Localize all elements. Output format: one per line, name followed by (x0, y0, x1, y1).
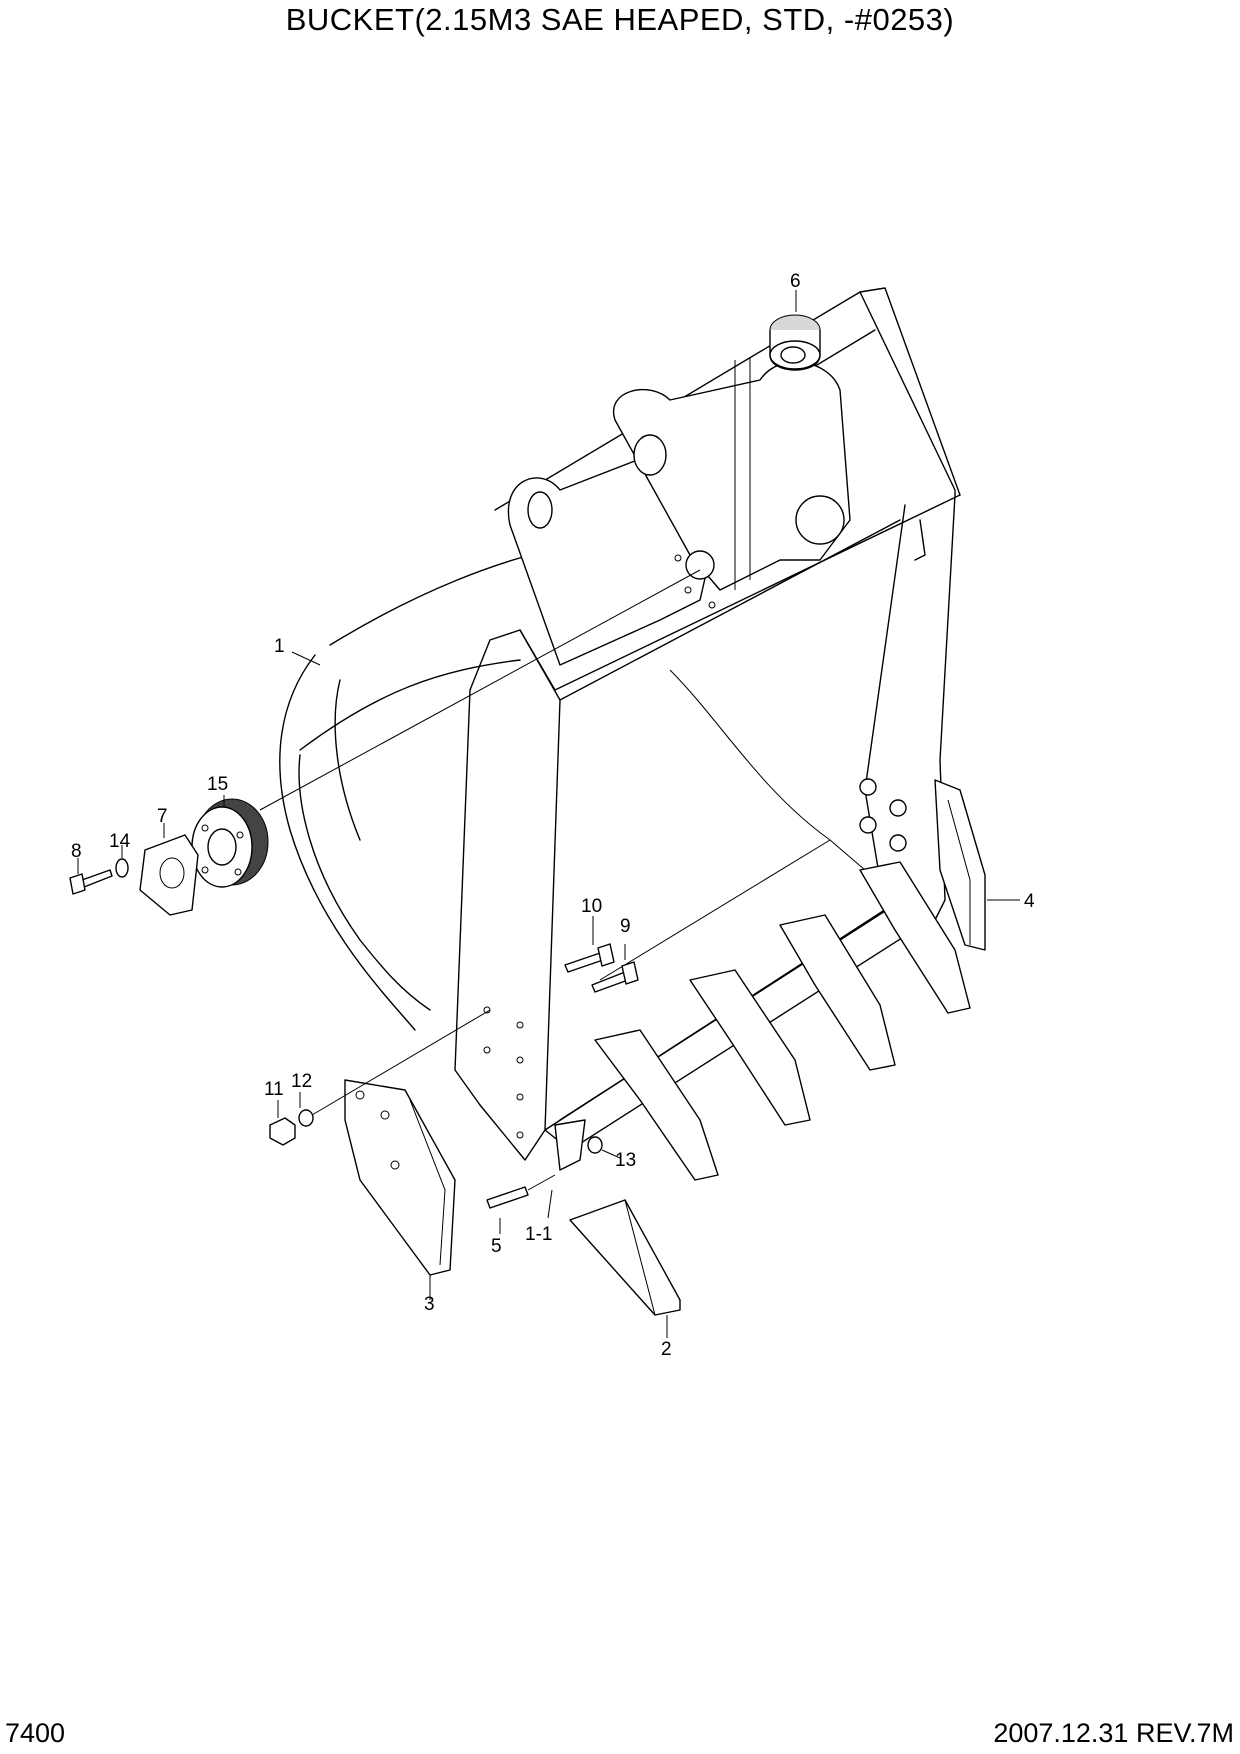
callout-13: 13 (615, 1150, 636, 1171)
callout-8: 8 (71, 841, 82, 862)
callout-10: 10 (581, 896, 602, 917)
page-code: 7400 (5, 1718, 66, 1748)
callout-7: 7 (157, 806, 168, 827)
bucket-body (259, 287, 961, 1161)
callout-1: 1 (274, 636, 285, 657)
callout-5: 5 (491, 1236, 502, 1257)
bucket-teeth (554, 861, 971, 1316)
callout-6: 6 (790, 271, 801, 292)
callout-11: 11 (264, 1079, 284, 1100)
callout-15: 15 (207, 774, 228, 795)
leader-lines (77, 290, 1020, 1338)
callout-1-1: 1-1 (525, 1224, 552, 1245)
callout-4: 4 (1024, 891, 1035, 912)
callouts: 6 1 15 7 14 8 10 9 4 11 12 13 5 1-1 3 2 (71, 271, 1035, 1360)
page-title: BUCKET(2.15M3 SAE HEAPED, STD, -#0253) (285, 2, 955, 37)
callout-12: 12 (291, 1071, 312, 1092)
side-cutters (344, 779, 986, 1276)
callout-9: 9 (620, 916, 631, 937)
callout-3: 3 (424, 1294, 435, 1315)
hardware (69, 314, 821, 1209)
callout-14: 14 (109, 831, 131, 852)
revision-label: 2007.12.31 REV.7M (993, 1718, 1234, 1748)
callout-2: 2 (661, 1339, 672, 1360)
